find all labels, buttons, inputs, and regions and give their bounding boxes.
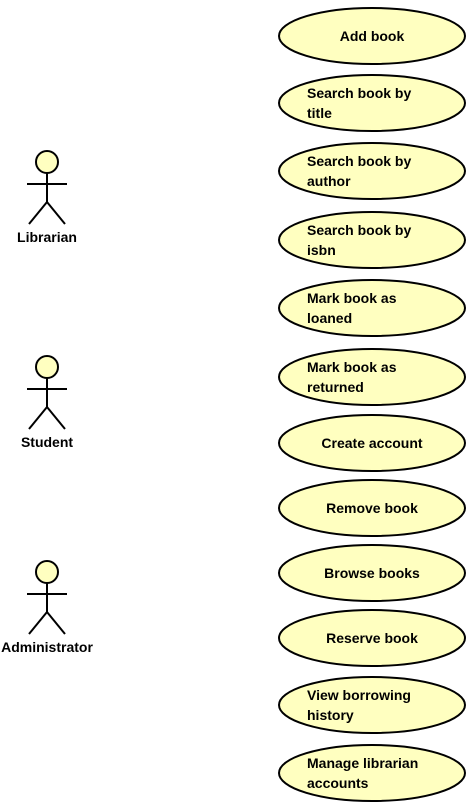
- usecase-ellipse-search-author[interactable]: [278, 142, 466, 200]
- usecase-ellipse-create-account[interactable]: [278, 414, 466, 472]
- usecase-ellipse-manage-librarians[interactable]: [278, 744, 466, 802]
- usecase-label-browse-books: Browse books: [324, 565, 420, 581]
- usecase-label-search-author: Search book by author: [307, 153, 412, 189]
- usecase-label-mark-returned: Mark book as returned: [307, 359, 397, 395]
- usecase-ellipse-add-book[interactable]: [278, 7, 466, 65]
- usecase-label-remove-book: Remove book: [326, 500, 418, 516]
- usecase-label-borrowing-history: View borrowing history: [307, 687, 411, 723]
- actor-label-librarian: Librarian: [17, 229, 77, 245]
- actor-figure-student[interactable]: [27, 355, 67, 430]
- usecase-ellipse-mark-returned[interactable]: [278, 348, 466, 406]
- usecase-label-create-account: Create account: [321, 435, 423, 451]
- usecase-ellipse-mark-loaned[interactable]: [278, 279, 466, 337]
- actor-label-student: Student: [20, 434, 74, 450]
- usecase-label-search-title: Search book by title: [307, 85, 412, 121]
- usecase-label-search-isbn: Search book by isbn: [307, 222, 412, 258]
- usecase-label-mark-loaned: Mark book as loaned: [307, 290, 397, 326]
- actor-figure-administrator[interactable]: [27, 560, 67, 635]
- actor-figure-librarian[interactable]: [27, 150, 67, 225]
- actor-label-administrator: Administrator: [1, 639, 93, 655]
- usecase-label-reserve-book: Reserve book: [326, 630, 418, 646]
- usecase-ellipse-browse-books[interactable]: [278, 544, 466, 602]
- usecase-ellipse-reserve-book[interactable]: [278, 609, 466, 667]
- usecase-label-add-book: Add book: [339, 28, 405, 44]
- usecase-ellipse-borrowing-history[interactable]: [278, 676, 466, 734]
- usecase-ellipse-search-title[interactable]: [278, 74, 466, 132]
- usecase-label-manage-librarians: Manage librarian accounts: [307, 755, 419, 791]
- usecase-ellipse-remove-book[interactable]: [278, 479, 466, 537]
- usecase-ellipse-search-isbn[interactable]: [278, 211, 466, 269]
